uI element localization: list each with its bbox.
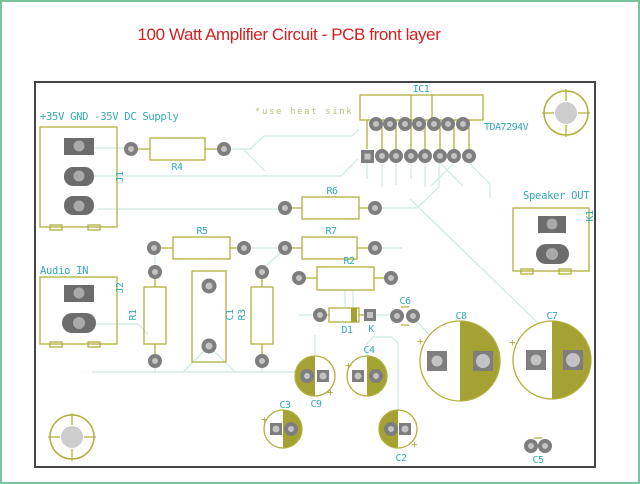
- heat-sink-note: *use heat sink: [255, 107, 353, 117]
- cathode-band: [351, 308, 357, 322]
- capacitor-c8: + C8: [417, 311, 501, 402]
- diode-d1: D1 K: [313, 307, 376, 336]
- d1-cathode-label: K: [368, 324, 374, 335]
- c8-ref: C8: [455, 311, 467, 322]
- r4-ref: R4: [171, 162, 183, 173]
- c8-plus-mark: +: [417, 335, 424, 348]
- mount-hole-top-right: [542, 89, 590, 137]
- k1-ref: K1: [585, 210, 596, 222]
- c7-ref: C7: [546, 311, 558, 322]
- capacitor-c6: C6: [390, 296, 420, 326]
- power-supply-label: +35V GND -35V DC Supply: [40, 111, 179, 123]
- resistor-r3: R3: [237, 265, 274, 368]
- capacitor-c1: C1: [191, 270, 236, 363]
- c9-ref: C9: [310, 399, 322, 410]
- c3-plus-mark: +: [261, 413, 268, 426]
- c7-plus-mark: +: [509, 336, 516, 349]
- resistor-r4: R4: [124, 137, 231, 173]
- speaker-out-label: Speaker OUT: [523, 190, 590, 202]
- d1-ref: D1: [341, 325, 353, 336]
- c2-ref: C2: [395, 453, 407, 464]
- c5-ref: C5: [532, 455, 544, 466]
- resistor-r5: R5: [147, 226, 251, 260]
- connector-speaker-out: K1: [512, 207, 596, 275]
- resistor-r2: R2: [292, 256, 398, 291]
- r5-ref: R5: [196, 226, 208, 237]
- ic1-tda7294: IC1 TDA7294V: [359, 84, 529, 163]
- r2-ref: R2: [343, 256, 355, 267]
- ic1-part: TDA7294V: [484, 122, 529, 133]
- c9-plus-mark: +: [327, 386, 334, 399]
- c2-plus-mark: +: [411, 438, 418, 451]
- capacitor-c5: C5: [524, 437, 552, 466]
- r7-ref: R7: [325, 226, 337, 237]
- mount-hole-bottom-left: [48, 413, 96, 461]
- ic1-ref: IC1: [413, 84, 430, 95]
- resistor-r6: R6: [278, 186, 382, 220]
- r6-ref: R6: [326, 186, 338, 197]
- resistor-r7: R7: [278, 226, 382, 260]
- c1-ref: C1: [225, 309, 236, 321]
- c6-ref: C6: [399, 296, 411, 307]
- capacitor-c2: + C2: [378, 409, 418, 464]
- r1-ref: R1: [128, 309, 139, 321]
- r3-ref: R3: [237, 309, 248, 321]
- c4-plus-mark: +: [345, 359, 352, 372]
- resistor-r1: R1: [128, 265, 167, 368]
- c4-ref: C4: [363, 345, 375, 356]
- page-title: 100 Watt Amplifier Circuit - PCB front l…: [137, 25, 441, 44]
- connector-j1: J1: [39, 126, 126, 231]
- connector-j2: J2: [39, 276, 126, 348]
- c3-ref: C3: [279, 400, 291, 411]
- j1-ref: J1: [115, 171, 126, 183]
- capacitor-c7: + C7: [509, 311, 592, 400]
- audio-in-label: Audio IN: [40, 265, 88, 277]
- capacitor-c3: + C3: [261, 400, 303, 449]
- j2-ref: J2: [115, 282, 126, 294]
- capacitor-c9: + C9: [294, 355, 336, 410]
- capacitor-c4: + C4: [345, 345, 388, 397]
